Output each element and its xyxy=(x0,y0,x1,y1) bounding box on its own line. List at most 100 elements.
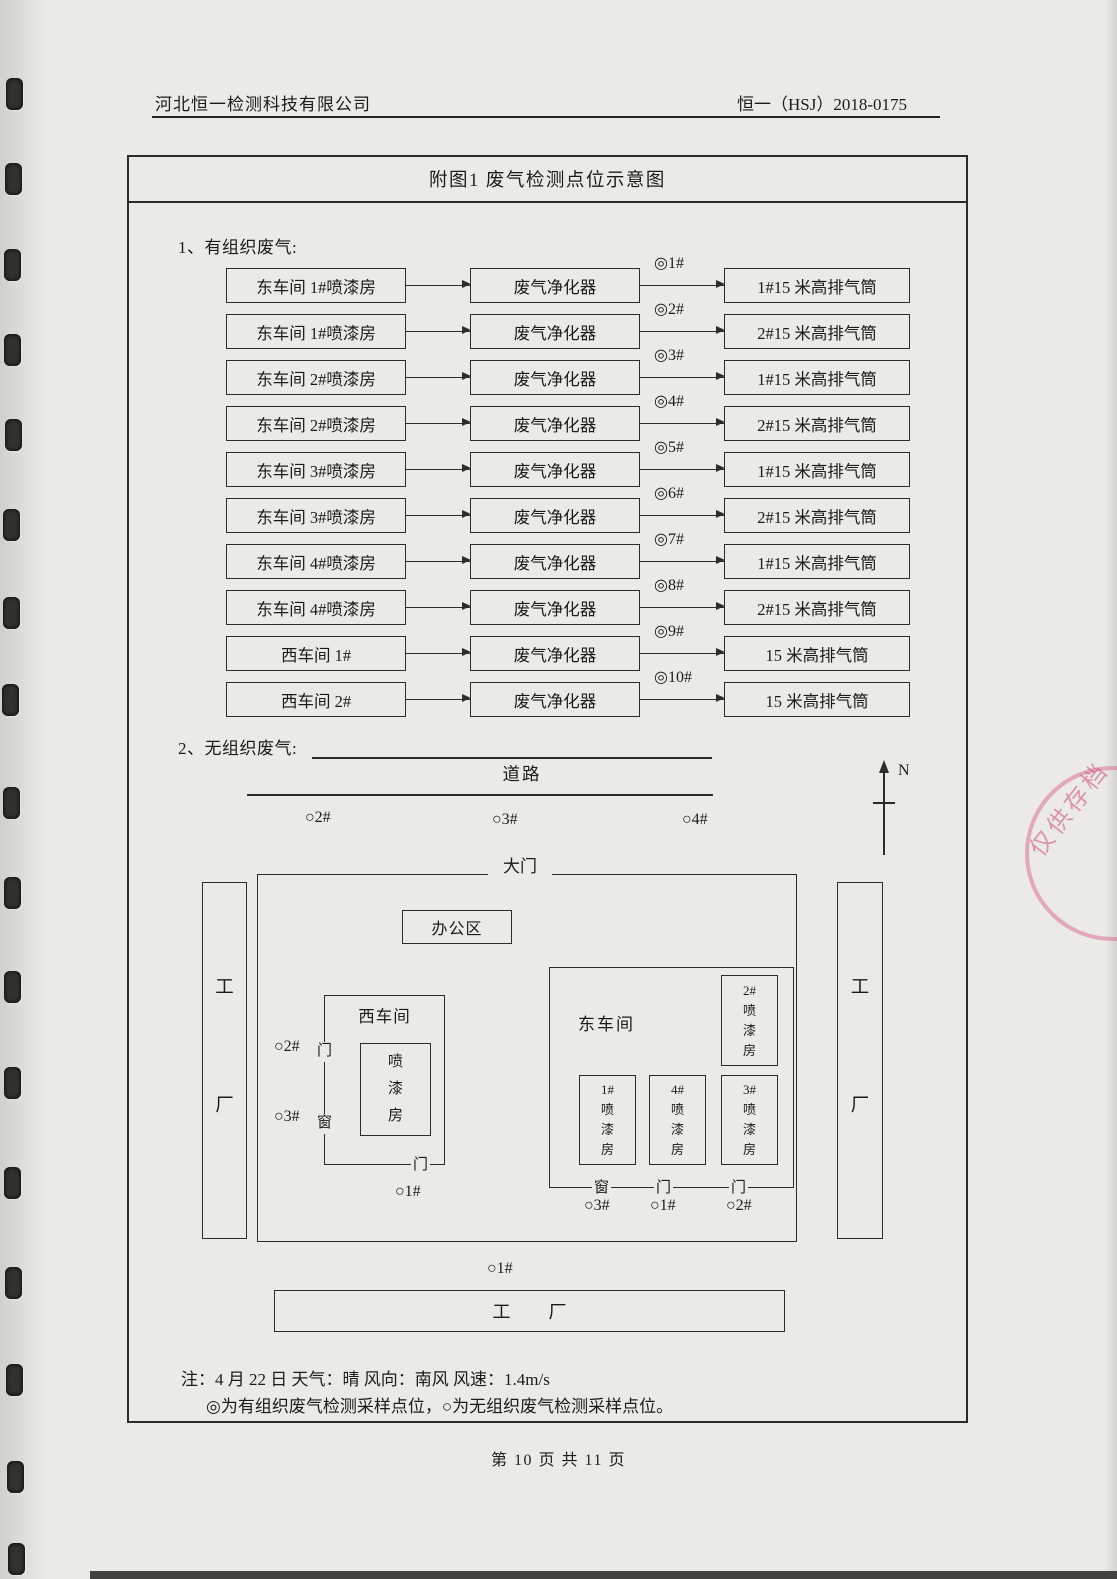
west-sampling-point: ○1# xyxy=(395,1183,421,1200)
company-name: 河北恒一检测科技有限公司 xyxy=(155,95,371,114)
binding-hole xyxy=(3,597,20,629)
east-workshop: 东车间 2#喷漆房 1#喷漆房 4#喷漆房 3#喷漆房 窗 门 门 xyxy=(549,967,794,1198)
stack-box: 15 米高排气筒 xyxy=(724,682,910,717)
arrow-right-icon: ◎10# xyxy=(640,669,725,702)
binding-hole xyxy=(4,334,21,366)
west-workshop: 西车间 喷漆房 门 窗 门 xyxy=(315,995,445,1175)
organized-point-label: ◎1# xyxy=(654,255,684,273)
road-label: 道路 xyxy=(502,764,542,784)
arrow-right-icon: ◎2# xyxy=(640,301,725,334)
binding-hole xyxy=(2,684,19,716)
source-room-box: 东车间 1#喷漆房 xyxy=(226,314,406,349)
bottom-factory-label: 工厂 xyxy=(492,1302,605,1322)
north-arrow: N xyxy=(864,760,930,862)
arrow-right-icon: ◎4# xyxy=(640,393,725,426)
west-sampling-point: ○3# xyxy=(274,1108,300,1125)
organized-point-label: ◎3# xyxy=(654,347,684,365)
stack-box: 2#15 米高排气筒 xyxy=(724,314,910,349)
stack-box: 1#15 米高排气筒 xyxy=(724,452,910,487)
arrow-right-icon xyxy=(406,373,471,380)
purifier-box: 废气净化器 xyxy=(470,544,640,579)
arrow-right-icon: ◎5# xyxy=(640,439,725,472)
flow-row: 东车间 4#喷漆房 废气净化器 ◎7# 1#15 米高排气筒 xyxy=(226,531,910,579)
stack-box: 1#15 米高排气筒 xyxy=(724,360,910,395)
organized-flow-diagram: 东车间 1#喷漆房 废气净化器 ◎1# 1#15 米高排气筒 东车间 1#喷漆房… xyxy=(226,255,910,717)
arrow-right-icon: ◎9# xyxy=(640,623,725,656)
west-door-bottom-label: 门 xyxy=(411,1155,431,1175)
organized-point-label: ◎9# xyxy=(654,623,684,641)
arrow-right-icon: ◎1# xyxy=(640,255,725,288)
east-paint-booth-4: 4#喷漆房 xyxy=(649,1075,706,1165)
source-room-box: 东车间 2#喷漆房 xyxy=(226,360,406,395)
purifier-box: 废气净化器 xyxy=(470,590,640,625)
flow-row: 东车间 4#喷漆房 废气净化器 ◎8# 2#15 米高排气筒 xyxy=(226,577,910,625)
binding-hole xyxy=(4,877,21,909)
east-paint-booth-1-label: 1#喷漆房 xyxy=(600,1082,614,1157)
arrow-right-icon xyxy=(406,327,471,334)
stack-box: 1#15 米高排气筒 xyxy=(724,268,910,303)
source-room-box: 东车间 3#喷漆房 xyxy=(226,498,406,533)
source-room-box: 东车间 4#喷漆房 xyxy=(226,590,406,625)
east-paint-booth-2-label: 2#喷漆房 xyxy=(742,982,756,1058)
source-room-box: 西车间 1# xyxy=(226,636,406,671)
arrow-right-icon xyxy=(406,603,471,610)
stack-box: 2#15 米高排气筒 xyxy=(724,590,910,625)
east-window-bottom-label: 窗 xyxy=(592,1178,612,1198)
purifier-box: 废气净化器 xyxy=(470,268,640,303)
arrow-right-icon: ◎3# xyxy=(640,347,725,380)
gate-label: 大门 xyxy=(488,855,552,879)
arrow-right-icon xyxy=(406,557,471,564)
stack-box: 1#15 米高排气筒 xyxy=(724,544,910,579)
source-room-box: 东车间 4#喷漆房 xyxy=(226,544,406,579)
binding-hole xyxy=(3,787,20,819)
flow-row: 东车间 1#喷漆房 废气净化器 ◎1# 1#15 米高排气筒 xyxy=(226,255,910,303)
purifier-box: 废气净化器 xyxy=(470,498,640,533)
arrow-right-icon: ◎8# xyxy=(640,577,725,610)
east-sampling-point: ○1# xyxy=(650,1197,676,1214)
arrow-right-icon xyxy=(406,281,471,288)
note-line-2: ◎为有组织废气检测采样点位，○为无组织废气检测采样点位。 xyxy=(206,1397,674,1416)
binding-hole xyxy=(8,1543,25,1575)
binding-hole xyxy=(5,163,22,195)
right-factory: 工厂 xyxy=(837,882,883,1239)
figure-frame: 附图1 废气检测点位示意图 1、有组织废气: 东车间 1#喷漆房 废气净化器 ◎… xyxy=(127,155,968,1423)
binding-hole xyxy=(4,1167,21,1199)
note-line-1: 注：4 月 22 日 天气：晴 风向：南风 风速：1.4m/s xyxy=(181,1370,550,1389)
arrow-right-icon xyxy=(406,511,471,518)
stack-box: 2#15 米高排气筒 xyxy=(724,498,910,533)
road-line xyxy=(247,794,713,796)
organized-point-label: ◎7# xyxy=(654,531,684,549)
east-paint-booth-3: 3#喷漆房 xyxy=(721,1075,778,1165)
west-door-left-label: 门 xyxy=(315,1042,335,1062)
section-2-label: 2、无组织废气: xyxy=(178,739,298,758)
arrow-right-icon xyxy=(406,419,471,426)
stack-box: 2#15 米高排气筒 xyxy=(724,406,910,441)
organized-point-label: ◎4# xyxy=(654,393,684,411)
road-sampling-point: ○4# xyxy=(682,811,708,828)
purifier-box: 废气净化器 xyxy=(470,636,640,671)
organized-point-label: ◎8# xyxy=(654,577,684,595)
binding-hole xyxy=(5,1267,22,1299)
binding-hole xyxy=(4,1067,21,1099)
source-room-box: 东车间 2#喷漆房 xyxy=(226,406,406,441)
organized-point-label: ◎2# xyxy=(654,301,684,319)
office-area: 办公区 xyxy=(402,910,512,944)
north-arrow-tick xyxy=(873,802,895,804)
arrow-right-icon xyxy=(406,649,471,656)
stack-box: 15 米高排气筒 xyxy=(724,636,910,671)
east-sampling-point: ○3# xyxy=(584,1197,610,1214)
east-paint-booth-3-label: 3#喷漆房 xyxy=(742,1082,756,1157)
east-paint-booth-2: 2#喷漆房 xyxy=(721,975,778,1066)
arrow-right-icon: ◎7# xyxy=(640,531,725,564)
flow-row: 东车间 1#喷漆房 废气净化器 ◎2# 2#15 米高排气筒 xyxy=(226,301,910,349)
left-factory: 工厂 xyxy=(202,882,247,1239)
purifier-box: 废气净化器 xyxy=(470,682,640,717)
document-number: 恒一（HSJ）2018-0175 xyxy=(737,95,908,114)
arrow-right-icon xyxy=(406,465,471,472)
organized-point-label: ◎6# xyxy=(654,485,684,503)
archive-stamp: 仅供存档 xyxy=(1025,757,1117,941)
purifier-box: 废气净化器 xyxy=(470,314,640,349)
east-paint-booth-4-label: 4#喷漆房 xyxy=(670,1082,684,1157)
west-sampling-point: ○2# xyxy=(274,1038,300,1055)
